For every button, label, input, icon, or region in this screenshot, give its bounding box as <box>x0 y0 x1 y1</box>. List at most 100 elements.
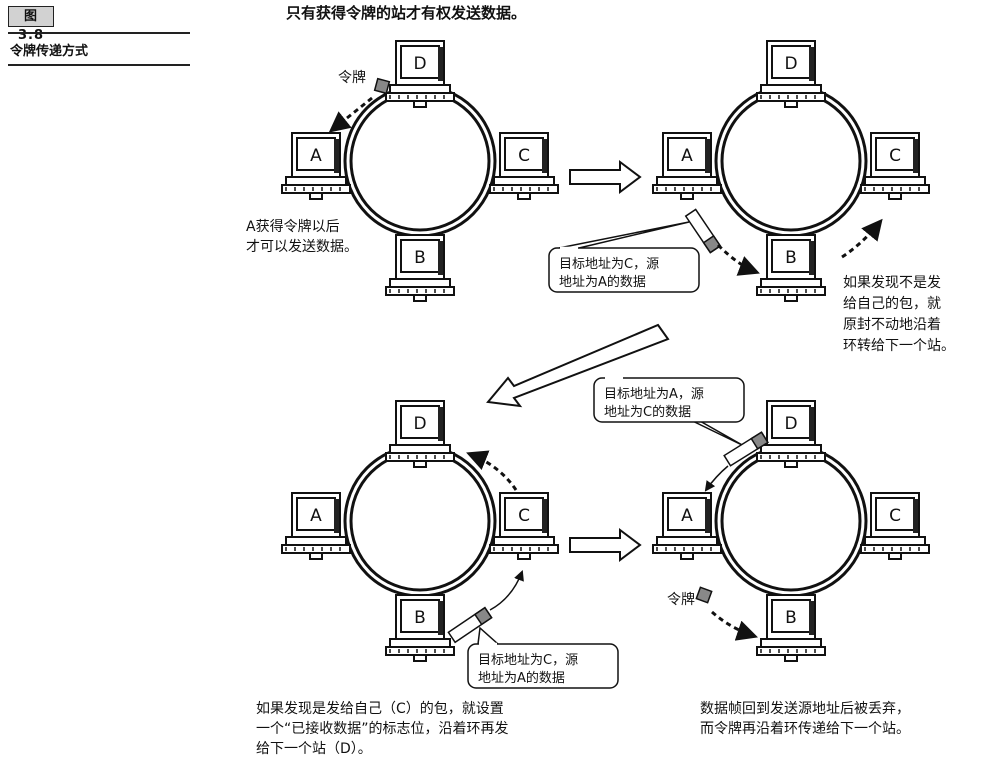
panel-4-callout-text-line-2: 地址为C的数据 <box>604 404 691 420</box>
panel-2-station-left-keyboard <box>652 184 722 194</box>
panel-2-station-bottom-monitor-shadow <box>809 241 814 275</box>
panel-3-station-top-screen <box>400 405 440 439</box>
panel-3-callout-box <box>467 643 619 689</box>
panel-4-token-label: 令牌 <box>667 591 695 608</box>
panel-1-station-top-base <box>389 84 451 94</box>
panel-2-station-right-base <box>864 176 926 186</box>
panel-1-station-bottom-keyboard <box>385 286 455 296</box>
panel-3: D A C B 目标地址为C，源地址为A的数据如果发现是发给自己（C）的包，就设置一个“… <box>256 400 619 757</box>
panel-4-station-left-keyboard <box>652 544 722 554</box>
panel-1-station-right-keyboard <box>489 184 559 194</box>
panel-2-station-left-base <box>656 176 718 186</box>
panel-3-station-bottom-keyboard <box>385 646 455 656</box>
panel-2-callout-text-line-2: 地址为A的数据 <box>559 274 646 290</box>
panel-4-station-bottom-base <box>760 638 822 648</box>
panel-1-station-top-monitor-shadow <box>438 47 443 81</box>
panel-2-station-top-label: D <box>784 54 797 74</box>
panel-3-station-left: A <box>281 492 351 560</box>
panel-1-station-left-keyboard <box>281 184 351 194</box>
panel-3-frame-path <box>489 570 524 611</box>
panel-3-callout-text-line-2: 地址为A的数据 <box>478 670 565 686</box>
figure-number: 图 3.8 <box>8 6 54 43</box>
panel-4-note-line-2: 而令牌再沿着环传递给下一个站。 <box>700 720 910 737</box>
panel-4-station-bottom: B <box>756 594 826 662</box>
panel-3-station-top-label: D <box>413 414 426 434</box>
panel-2-station-left-label: A <box>681 146 693 166</box>
panel-2-station-right-screen <box>875 137 915 171</box>
panel-4-station-right-monitor-shadow <box>913 499 918 533</box>
arrow-panel-1-to-2 <box>569 160 642 194</box>
panel-1-note-line-1: A获得令牌以后 <box>246 218 340 235</box>
panel-2-station-right-monitor-shadow <box>913 139 918 173</box>
panel-2-station-top-screen <box>771 45 811 79</box>
panel-2-station-bottom-label: B <box>785 248 797 268</box>
panel-4-token-body <box>695 586 713 604</box>
panel-4-data-frame-header <box>750 431 769 450</box>
panel-1-station-bottom-label: B <box>414 248 426 268</box>
panel-4-callout-box <box>593 377 745 423</box>
panel-2-station-left-screen <box>667 137 707 171</box>
panel-4-token-path <box>711 610 758 641</box>
panel-3-note-line-1: 如果发现是发给自己（C）的包，就设置 <box>256 701 504 717</box>
panel-3-data-frame <box>447 606 493 644</box>
panel-2-station-right-label: C <box>889 146 901 166</box>
ring-cable-inner <box>717 87 865 235</box>
panel-4-station-top-base <box>760 444 822 454</box>
arrow-panel-2-to-3 <box>486 323 670 408</box>
panel-1-station-right-label: C <box>518 146 530 166</box>
panel-3-note-line-2: 一个“已接收数据”的标志位，沿着环再发 <box>256 720 509 737</box>
panel-2-data-frame <box>684 208 722 254</box>
panel-3-station-right-keyboard <box>489 544 559 554</box>
panel-1-token-label: 令牌 <box>338 69 366 86</box>
panel-2-station-top-keyboard <box>756 92 826 102</box>
panel-2-station-bottom: B <box>756 234 826 302</box>
panel-3-callout-text-line-1: 目标地址为C，源 <box>478 653 578 668</box>
panel-1-station-top-screen <box>400 45 440 79</box>
panel-4-station-bottom-screen <box>771 599 811 633</box>
panel-2-callout-pointer <box>558 221 690 249</box>
panel-3-station-right-label: C <box>518 506 530 526</box>
figure-title-rule-top <box>8 32 190 34</box>
panel-1-note-line-2: 才可以发送数据。 <box>246 239 358 255</box>
arrow-panel-3-to-4 <box>569 528 642 562</box>
panel-2-note-line-4: 环转给下一个站。 <box>843 338 955 354</box>
panel-3-station-right: C <box>489 492 559 560</box>
panel-3-station-top: D <box>385 400 455 468</box>
panel-3-station-bottom: B <box>385 594 455 662</box>
panel-4-station-bottom-monitor-shadow <box>809 601 814 635</box>
panel-1-station-left-monitor-shadow <box>334 139 339 173</box>
panel-2-station-left-monitor-shadow <box>705 139 710 173</box>
panel-3-note-line-3: 给下一个站（D）。 <box>256 741 372 757</box>
panel-1-station-bottom-base <box>389 278 451 288</box>
ring-cable-inner <box>717 447 865 595</box>
ring-cable-inner <box>346 87 494 235</box>
panel-4-callout-text-line-1: 目标地址为A，源 <box>604 387 704 402</box>
panel-4-station-left-base <box>656 536 718 546</box>
panel-3-data-frame-header <box>473 606 493 626</box>
panel-3-station-left-label: A <box>310 506 322 526</box>
panel-3-station-bottom-label: B <box>414 608 426 628</box>
panel-2-station-bottom-keyboard <box>756 286 826 296</box>
panel-4-station-top-label: D <box>784 414 797 434</box>
panel-4-station-top: D <box>756 400 826 468</box>
panel-1-station-right-base <box>493 176 555 186</box>
panel-4-station-bottom-keyboard <box>756 646 826 656</box>
panel-2-station-left: A <box>652 132 722 200</box>
panel-4-station-left-monitor-shadow <box>705 499 710 533</box>
panel-1-token <box>373 77 391 95</box>
panel-3-station-left-screen <box>296 497 336 531</box>
panel-3-callout-pointer <box>477 626 499 645</box>
panel-2-station-right: C <box>860 132 930 200</box>
panel-1-token-path <box>328 96 373 133</box>
panel-1-station-bottom: B <box>385 234 455 302</box>
panel-3-station-right-monitor-shadow <box>542 499 547 533</box>
panel-4-note-line-1: 数据帧回到发送源地址后被丢弃， <box>700 701 910 717</box>
panel-4-station-left: A <box>652 492 722 560</box>
panel-2-station-bottom-base <box>760 278 822 288</box>
panel-2-note-line-3: 原封不动地沿着 <box>843 317 941 333</box>
panel-2-frame-path <box>716 243 760 276</box>
panel-1-station-left-label: A <box>310 146 322 166</box>
